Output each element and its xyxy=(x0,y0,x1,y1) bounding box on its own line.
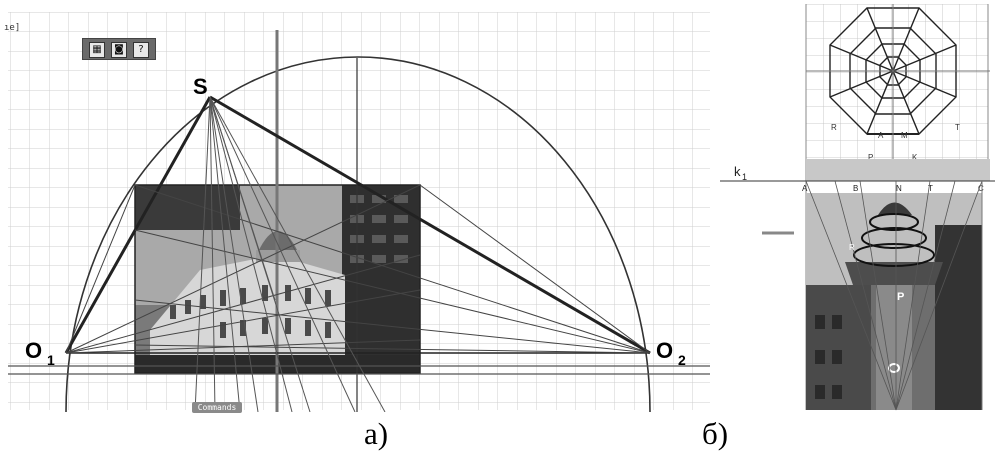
commands-button[interactable]: Commands xyxy=(192,402,242,413)
point-s-label: S xyxy=(193,74,208,99)
right-panel: R M T A K P k 1 A B N T C xyxy=(720,4,995,411)
base-label-c: C xyxy=(978,184,984,193)
viewer-toolbar: ▦ ◙ ? xyxy=(82,38,156,60)
base-label-t: T xyxy=(928,184,933,193)
point-o2-subscript: 2 xyxy=(678,352,686,368)
camera-icon[interactable]: ◙ xyxy=(111,42,127,58)
plan-label-a: A xyxy=(878,131,884,140)
point-o1-label: O xyxy=(25,338,42,363)
base-label-b: B xyxy=(853,184,858,193)
left-panel: ıe] xyxy=(4,12,710,412)
help-button[interactable]: ? xyxy=(133,42,149,58)
plan-label-m: M xyxy=(901,131,908,140)
caption-a: а) xyxy=(364,416,389,451)
tower-rays xyxy=(805,180,983,411)
plan-label-p: P xyxy=(868,153,873,162)
picture-plane-label: k xyxy=(734,164,741,179)
photo-label-p: P xyxy=(897,291,904,303)
point-o1-subscript: 1 xyxy=(47,352,55,368)
plan-label-t: T xyxy=(955,123,960,132)
corner-mark: ıe] xyxy=(4,23,20,33)
construction-circle xyxy=(65,56,651,412)
tower-photo xyxy=(806,193,982,410)
rays-s xyxy=(194,96,386,412)
picture-plane-subscript: 1 xyxy=(742,172,747,182)
frame-icon[interactable]: ▦ xyxy=(89,42,105,58)
perspective-triangle xyxy=(64,95,651,355)
octagon-plan xyxy=(829,7,957,135)
plan-label-k: K xyxy=(912,153,918,162)
base-label-n: N xyxy=(896,184,902,193)
picture-plane-band xyxy=(806,159,990,181)
plan-label-r: R xyxy=(831,123,837,132)
base-label-a: A xyxy=(802,184,808,193)
point-o2-label: O xyxy=(656,338,673,363)
photo-label-r: R xyxy=(849,243,855,252)
caption-b: б) xyxy=(702,416,729,451)
